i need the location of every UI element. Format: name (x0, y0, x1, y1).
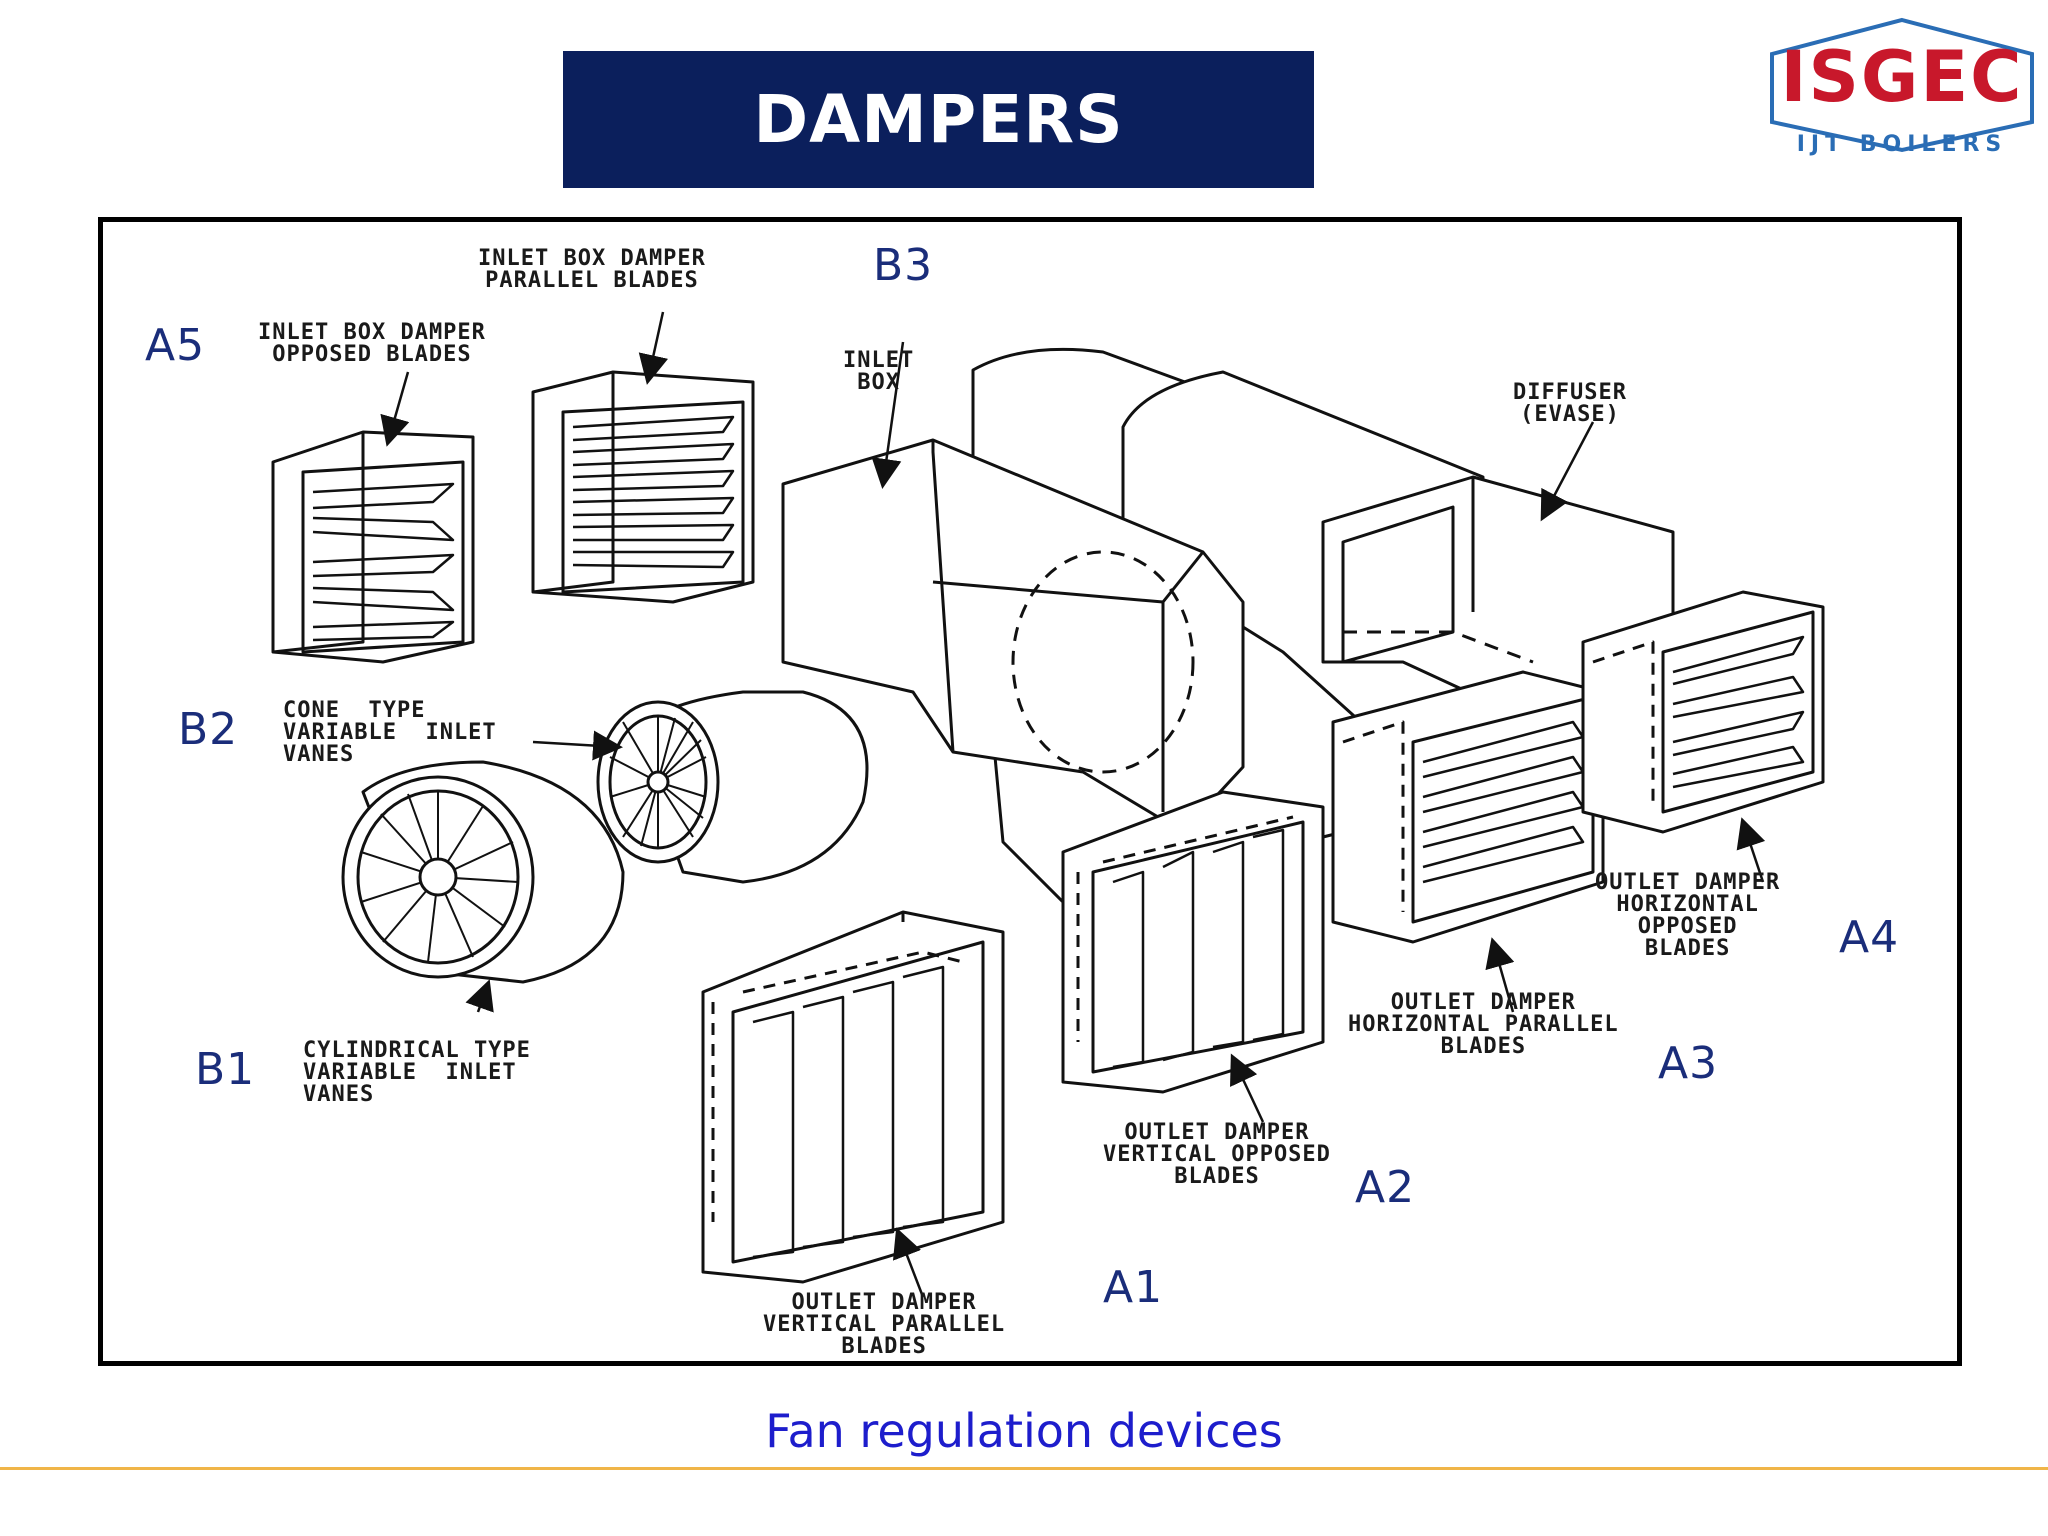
damper-a3 (1331, 670, 1605, 944)
label-a4: OUTLET DAMPER HORIZONTAL OPPOSED BLADES (1595, 870, 1781, 961)
label-b3: INLET BOX DAMPER PARALLEL BLADES (478, 246, 706, 293)
code-a1: A1 (1103, 1262, 1164, 1313)
label-a3: OUTLET DAMPER HORIZONTAL PARALLEL BLADES (1348, 990, 1619, 1059)
label-b2: CONE TYPE VARIABLE INLET VANES (283, 698, 497, 767)
isgec-logo: ISGEC IJT BOILERS (1762, 14, 2042, 174)
dampers-diagram (271, 311, 1825, 1298)
title-bar: DAMPERS (563, 51, 1314, 188)
label-a5: INLET BOX DAMPER OPPOSED BLADES (258, 320, 486, 367)
logo-main-text: ISGEC (1780, 36, 2024, 118)
page-title: DAMPERS (753, 81, 1124, 158)
leader-arrows (380, 311, 1766, 1298)
logo-roof-icon (1770, 17, 2034, 153)
damper-b3 (531, 370, 755, 604)
damper-a1 (701, 910, 1005, 1284)
code-b3: B3 (873, 240, 934, 291)
footer-line (0, 1467, 2048, 1470)
code-b2: B2 (178, 704, 239, 755)
label-a1: OUTLET DAMPER VERTICAL PARALLEL BLADES (763, 1290, 1006, 1359)
dampers-figure: INLET BOX DAMPER PARALLEL BLADES B3 INLE… (98, 217, 1962, 1366)
damper-a2 (1061, 790, 1325, 1094)
vanes-b1 (341, 760, 625, 984)
code-a2: A2 (1355, 1162, 1416, 1213)
vanes-b2 (596, 690, 869, 884)
code-a4: A4 (1839, 912, 1900, 963)
label-b1: CYLINDRICAL TYPE VARIABLE INLET VANES (303, 1038, 531, 1107)
damper-a5 (271, 430, 475, 664)
damper-a4 (1581, 590, 1825, 834)
code-a5: A5 (145, 320, 206, 371)
code-b1: B1 (195, 1044, 256, 1095)
logo-sub-text: IJT BOILERS (1796, 132, 2008, 157)
label-a2: OUTLET DAMPER VERTICAL OPPOSED BLADES (1103, 1120, 1331, 1189)
label-diffuser: DIFFUSER (EVASE) (1513, 380, 1627, 427)
caption: Fan regulation devices (765, 1404, 1283, 1458)
code-a3: A3 (1658, 1038, 1719, 1089)
label-inlet-box: INLET BOX (843, 348, 915, 395)
